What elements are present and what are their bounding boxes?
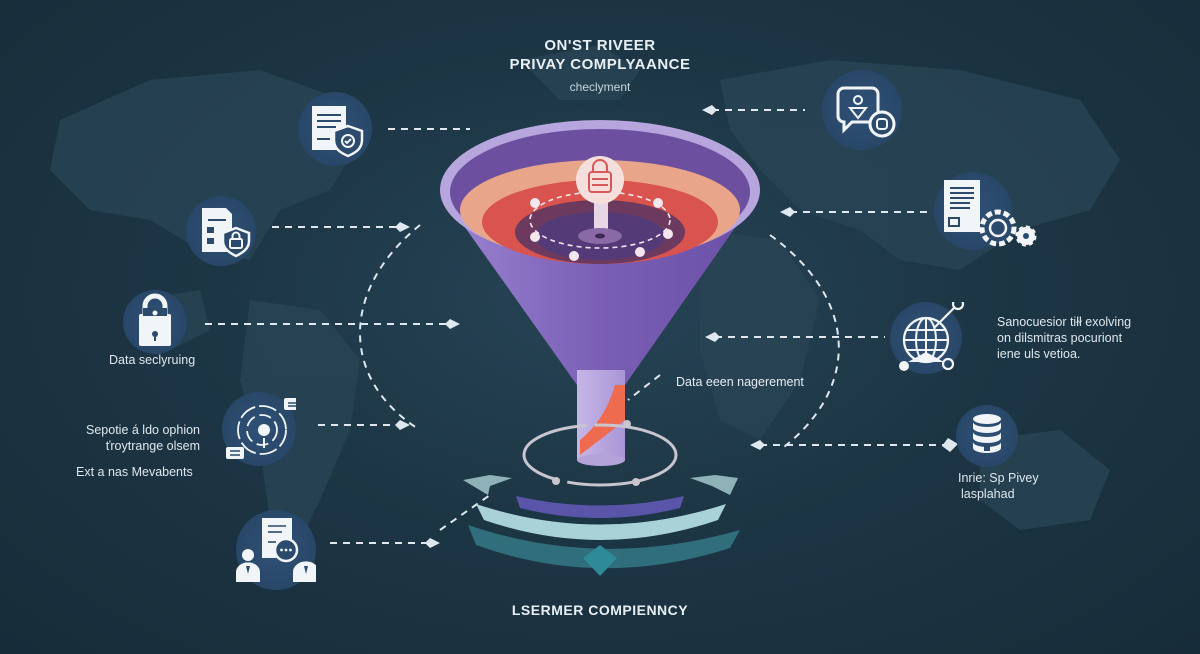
node-label-globe: Sanocuesior tiłł exolving on dilsmitras … xyxy=(997,314,1131,362)
node-padlock[interactable] xyxy=(123,290,187,354)
node-globe-network[interactable] xyxy=(890,302,965,374)
padlock-icon xyxy=(139,293,171,346)
node-chat-person[interactable] xyxy=(822,70,902,150)
diagram-title-block: ON'ST RIVEER PRIVAY COMPLYAANCE checlyme… xyxy=(480,36,720,94)
form-lock-shield-icon xyxy=(202,208,251,258)
diagram-subtitle: checlyment xyxy=(569,80,631,94)
diagram-title-line-2: PRIVAY COMPLYAANCE xyxy=(509,56,691,73)
node-label-option-management: Sepotie á ldo ophion ťroytrange olsem Ex… xyxy=(74,422,200,480)
chat-person-badge-icon xyxy=(836,86,896,138)
footer-title: LSERMER COMPIENNCY xyxy=(511,602,689,618)
node-label-database: Inrie: Sp Pivey lasplahad xyxy=(958,470,1039,502)
node-database[interactable] xyxy=(956,405,1018,467)
node-document-gears[interactable] xyxy=(934,172,1037,250)
node-people-document[interactable] xyxy=(236,510,316,590)
node-label-option-line-2: ťroytrange olsem xyxy=(105,439,200,453)
node-label-option-line-1: Sepotie á ldo ophion xyxy=(86,423,200,437)
node-maze-target[interactable] xyxy=(222,392,296,466)
node-document-shield[interactable] xyxy=(298,92,372,166)
diagram-title-line-1: ON'ST RIVEER xyxy=(544,37,656,54)
database-icon xyxy=(973,414,1001,453)
stem-label: Data eeen nagerement xyxy=(676,375,804,389)
node-label-globe-line-1: Sanocuesior tiłł exolving xyxy=(997,315,1132,329)
globe-network-icon xyxy=(899,302,965,371)
document-gears-icon xyxy=(944,180,1037,247)
node-label-database-line-2: lasplahad xyxy=(961,487,1015,501)
document-shield-check-icon xyxy=(312,106,364,158)
node-form-lock[interactable] xyxy=(186,196,256,266)
node-label-database-line-1: Inrie: Sp Pivey xyxy=(958,471,1039,485)
maze-target-icon xyxy=(226,398,296,459)
node-label-data-security: Data seclyruing xyxy=(109,353,196,367)
people-document-chat-icon xyxy=(236,518,316,582)
node-label-globe-line-2: on dilsmitras pocuriont xyxy=(997,331,1123,345)
node-label-globe-line-3: iene uls vetioa. xyxy=(997,347,1081,361)
node-label-option-line-3: Ext a nas Mevabents xyxy=(76,465,193,479)
